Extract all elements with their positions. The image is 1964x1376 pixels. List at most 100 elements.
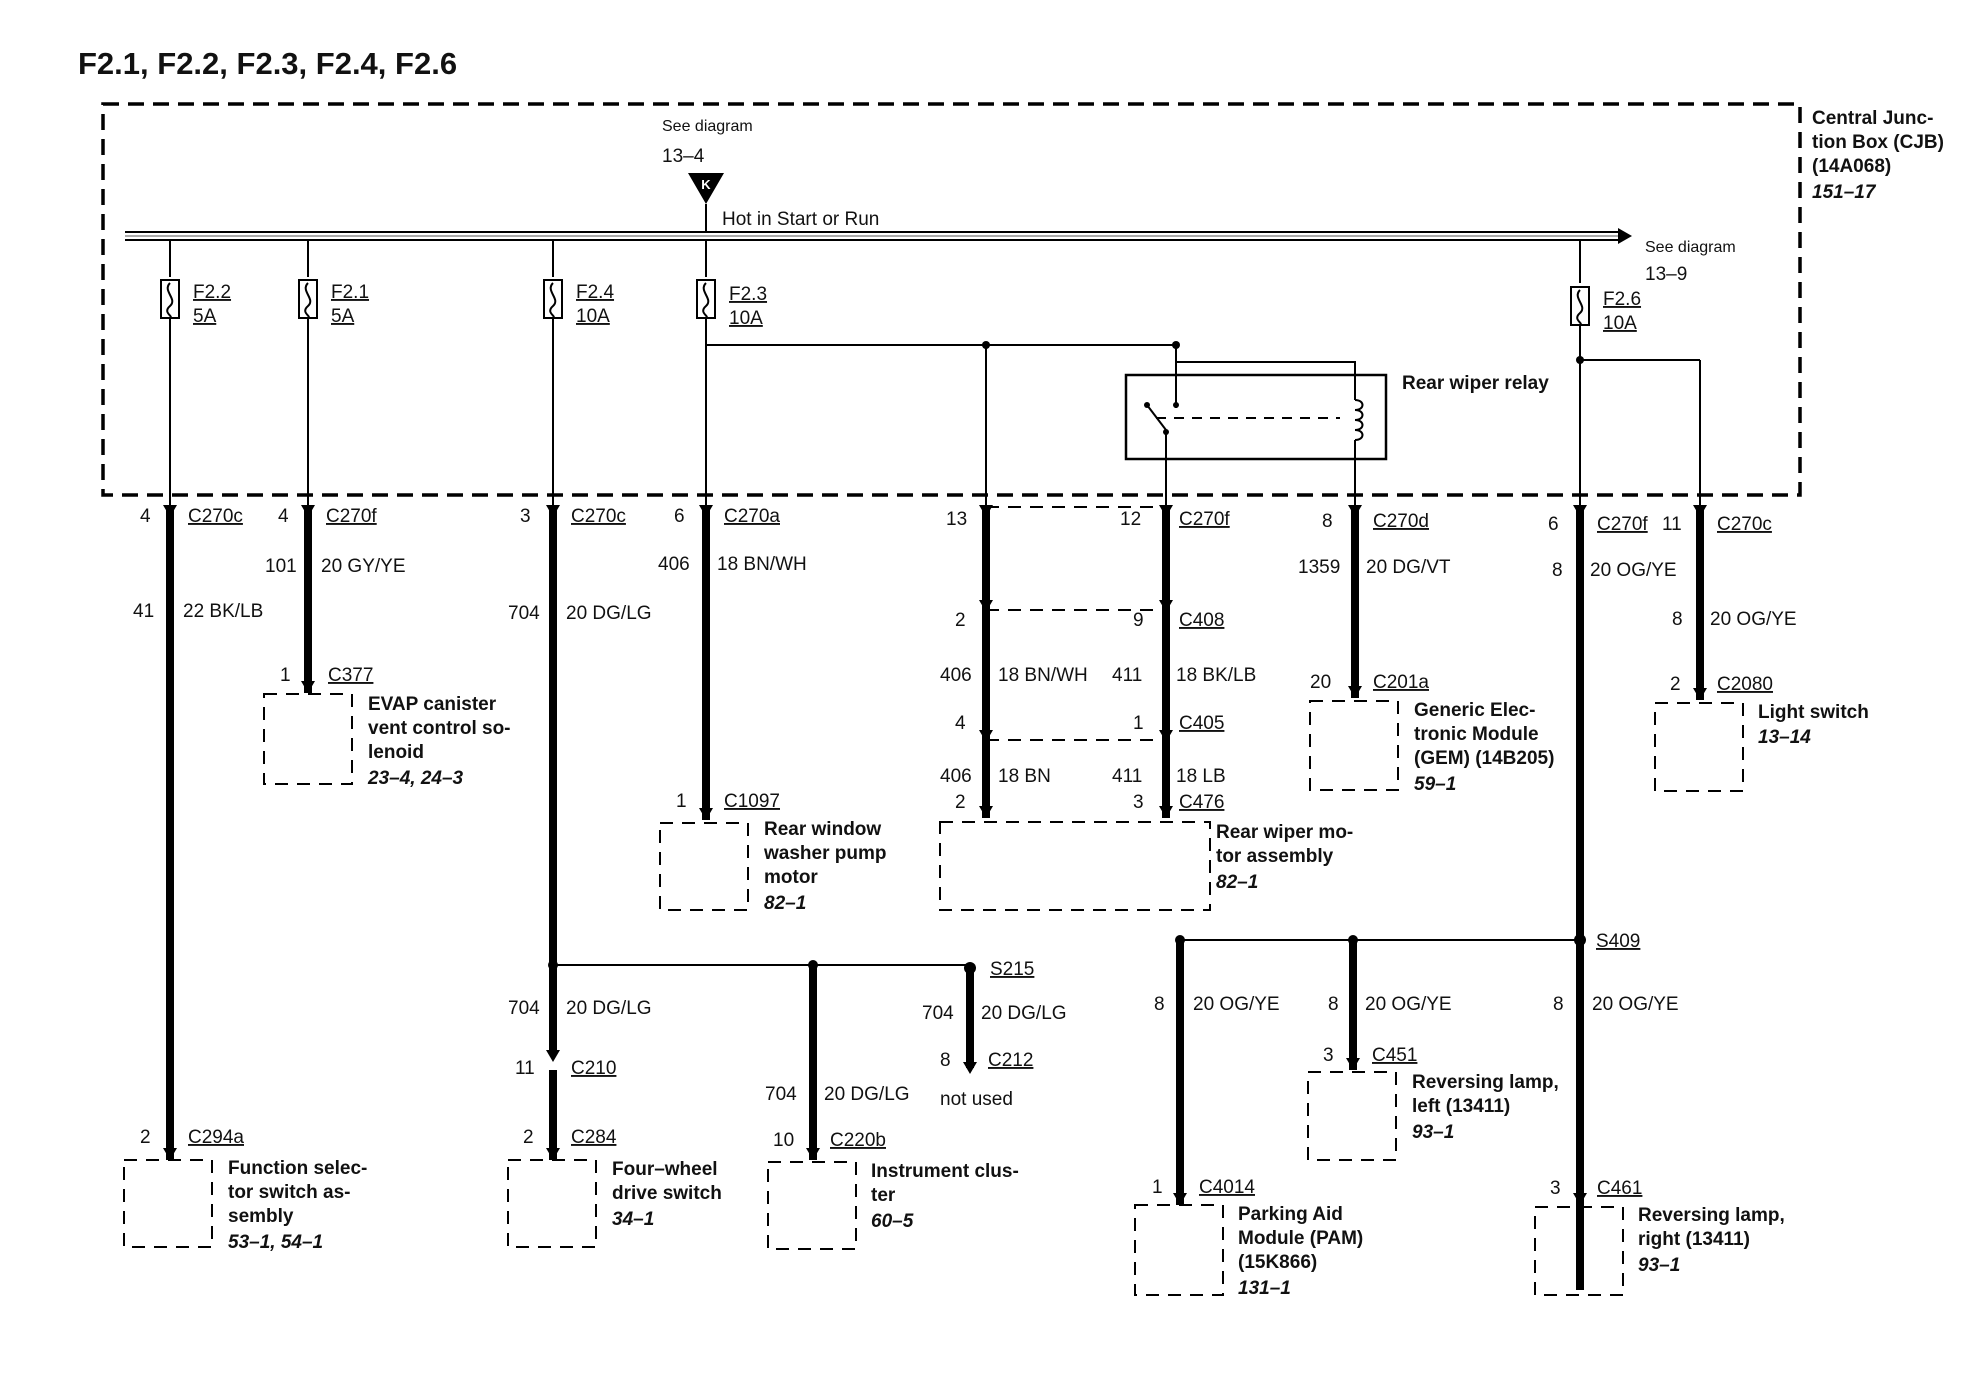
fuse-f2-3-name: F2.3 [729, 284, 767, 305]
feed-ref: 13–4 [662, 146, 705, 167]
c3-circuit: 704 [508, 603, 540, 624]
c4-end-pin: 1 [676, 791, 687, 812]
c5-wire-left: 18 BN/WH [998, 665, 1088, 686]
c3-b1-conn: C210 [571, 1058, 616, 1079]
c7-pam-circuit: 8 [1154, 994, 1165, 1015]
c7-left-comp-line2: left (13411) [1412, 1096, 1510, 1117]
c3-b1-end-pin: 2 [523, 1127, 534, 1148]
c5-c476: C476 [1179, 792, 1224, 813]
c3-pin: 3 [520, 506, 531, 527]
four-wheel-drive-switch-box [507, 1159, 597, 1248]
c5-circuit-left2: 406 [940, 766, 972, 787]
central-junction-box-outline [101, 102, 1802, 497]
cjb-label-line1: Central Junc- [1812, 108, 1933, 129]
c5-c408-left: 2 [955, 610, 966, 631]
fuse-f2-4-icon [543, 279, 563, 319]
c1-end-pin: 2 [140, 1127, 151, 1148]
light-switch-box [1654, 702, 1744, 792]
c8-conn: C270c [1717, 514, 1772, 535]
c5-wire-right: 18 BK/LB [1176, 665, 1256, 686]
c3-b3-pin: 8 [940, 1050, 951, 1071]
c6-comp-line3: (GEM) (14B205) [1414, 748, 1554, 769]
c3-wire: 20 DG/LG [566, 603, 652, 624]
c5-ref: 82–1 [1216, 872, 1258, 893]
rear-wiper-relay-box [1124, 373, 1388, 461]
function-selector-switch-box [123, 1159, 213, 1248]
c3-b1-wire: 20 DG/LG [566, 998, 652, 1019]
bus-see-diagram: See diagram [1645, 239, 1736, 256]
c5-c405: C405 [1179, 713, 1224, 734]
c1-comp-line2: tor switch as- [228, 1182, 350, 1203]
c5-comp-line1: Rear wiper mo- [1216, 822, 1353, 843]
c3-b1-ref: 34–1 [612, 1209, 654, 1230]
c6-circuit: 1359 [1298, 557, 1340, 578]
c4-wire: 18 BN/WH [717, 554, 807, 575]
c3-b3-conn: C212 [988, 1050, 1033, 1071]
c7-left-ref: 93–1 [1412, 1122, 1454, 1143]
relay-switch-icon [1144, 375, 1340, 505]
relay-coil-icon [1354, 375, 1364, 505]
c7-circuit: 8 [1552, 560, 1563, 581]
c5-c408-right: 9 [1133, 610, 1144, 631]
fuse-f2-6-icon [1570, 286, 1590, 326]
c5-comp-line2: tor assembly [1216, 846, 1334, 867]
c8-pin: 11 [1662, 514, 1682, 535]
c6-ref: 59–1 [1414, 774, 1456, 795]
c4-comp-line2: washer pump [763, 843, 886, 864]
c4-ref: 82–1 [764, 893, 806, 914]
c3-b1-circuit: 704 [508, 998, 540, 1019]
c4-comp-line1: Rear window [764, 819, 881, 840]
gem-box [1309, 700, 1399, 791]
c8-comp-line1: Light switch [1758, 702, 1869, 723]
c2-comp-line1: EVAP canister [368, 694, 497, 715]
c3-b3-note: not used [940, 1089, 1013, 1110]
c1-pin: 4 [140, 506, 151, 527]
c8-ref: 13–14 [1758, 727, 1811, 748]
fuse-f2-4-name: F2.4 [576, 282, 614, 303]
cjb-ref: 151–17 [1812, 182, 1877, 203]
c5-circuit-left: 406 [940, 665, 972, 686]
fuse-f2-2-icon [160, 279, 180, 319]
fuse-f2-1-name: F2.1 [331, 282, 369, 303]
page-title: F2.1, F2.2, F2.3, F2.4, F2.6 [78, 46, 457, 81]
c6-conn: C270d [1373, 511, 1429, 532]
c7-pin: 6 [1548, 514, 1559, 535]
splice-s409-dot [1574, 934, 1586, 946]
bus-ref: 13–9 [1645, 264, 1687, 285]
rear-wiper-motor-box [939, 821, 1211, 911]
c7-left-circuit: 8 [1328, 994, 1339, 1015]
fuse-f2-2-amp: 5A [193, 306, 217, 327]
c2-end-conn: C377 [328, 665, 373, 686]
c7-left-wire: 20 OG/YE [1365, 994, 1452, 1015]
c3-b1-comp-line1: Four–wheel [612, 1159, 718, 1180]
c7-pam-end-conn: C4014 [1199, 1177, 1255, 1198]
c7-left-comp-line1: Reversing lamp, [1412, 1072, 1559, 1093]
c6-comp-line1: Generic Elec- [1414, 700, 1535, 721]
c8-wire: 20 OG/YE [1710, 609, 1797, 630]
c1-comp-line3: sembly [228, 1206, 294, 1227]
fuse-f2-6-name: F2.6 [1603, 289, 1641, 310]
c7-right-end-conn: C461 [1597, 1178, 1642, 1199]
c2-comp-line3: lenoid [368, 742, 424, 763]
c4-end-conn: C1097 [724, 791, 780, 812]
c3-b2-circuit: 704 [765, 1084, 797, 1105]
c3-b2-end-pin: 10 [773, 1130, 794, 1151]
c5-conn: C270f [1179, 509, 1230, 530]
c5-circuit-right2: 411 [1112, 766, 1142, 787]
c5-c408: C408 [1179, 610, 1224, 631]
feed-see-diagram: See diagram [662, 118, 753, 135]
fuse-f2-2-name: F2.2 [193, 282, 231, 303]
c1-end-conn: C294a [188, 1127, 244, 1148]
c4-circuit: 406 [658, 554, 690, 575]
c2-end-pin: 1 [280, 665, 291, 686]
c1-comp-line1: Function selec- [228, 1158, 367, 1179]
c7-splice: S409 [1596, 931, 1640, 952]
c3-b1-pin: 11 [515, 1058, 535, 1079]
c3-b2-comp-line1: Instrument clus- [871, 1161, 1019, 1182]
right-reversing-lamp-box [1534, 1206, 1624, 1296]
c5-wire-right2: 18 LB [1176, 766, 1226, 787]
c8-end-conn: C2080 [1717, 674, 1773, 695]
c7-pam-ref: 131–1 [1238, 1278, 1291, 1299]
c3-b3-splice: S215 [990, 959, 1034, 980]
k-connector-letter: K [701, 177, 711, 192]
